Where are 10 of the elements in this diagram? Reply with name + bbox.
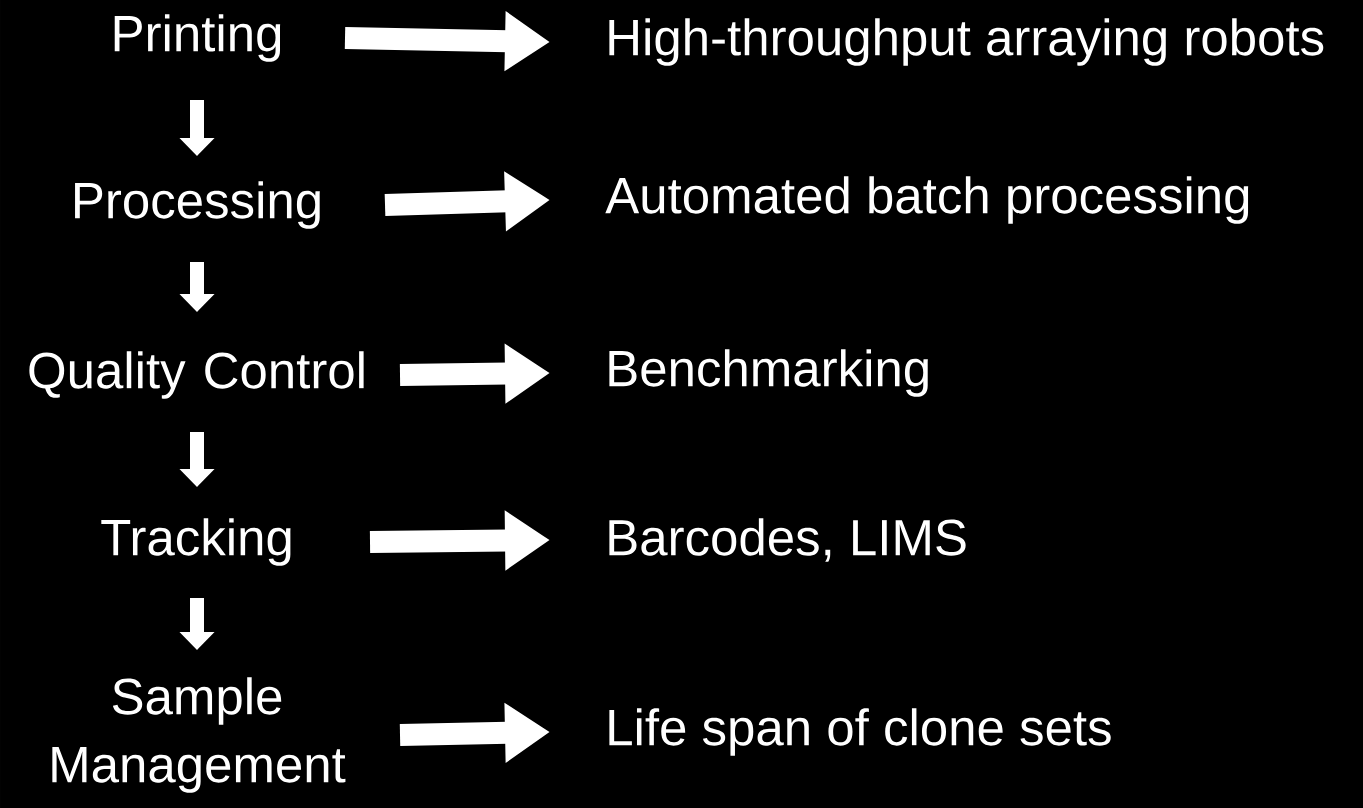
step-label: High-throughput arraying robots	[609, 18, 1324, 66]
step-label: Tracking	[101, 518, 291, 566]
step-label: Automated batch processing	[605, 176, 1249, 224]
step-label: Barcodes, LIMS	[609, 518, 966, 562]
step-label: Processing	[75, 181, 320, 229]
step-label: Printing	[114, 14, 281, 62]
step-label: Benchmarking	[609, 349, 928, 397]
step-label: Life span of clone sets	[609, 708, 1111, 756]
step-label: Quality Control	[29, 351, 364, 399]
step-label: Sample Management	[52, 677, 346, 793]
